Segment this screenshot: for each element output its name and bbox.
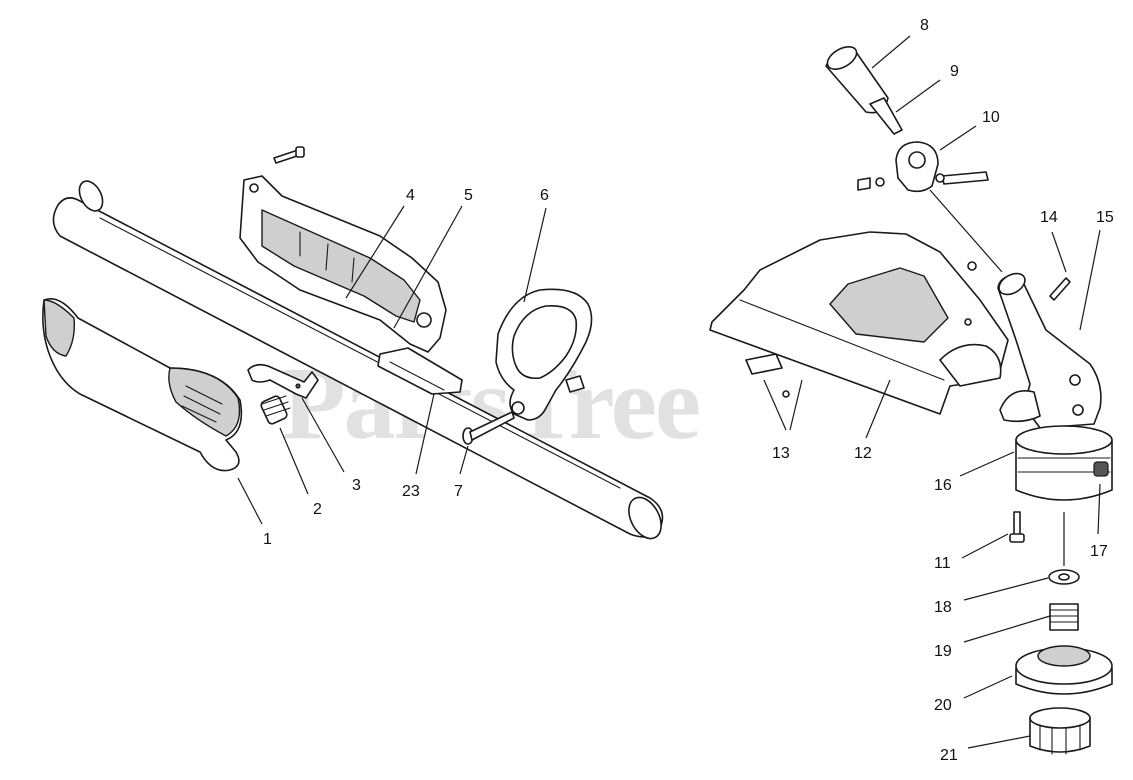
leader-lines <box>237 35 1101 749</box>
callout-1: 1 <box>263 531 272 548</box>
leader-19 <box>963 615 1051 643</box>
callout-10: 10 <box>982 109 1000 126</box>
leader-15 <box>1079 229 1101 331</box>
leader-12 <box>865 379 891 439</box>
callout-19: 19 <box>934 643 952 660</box>
gearhead-part-15 <box>997 272 1102 429</box>
screw-part-11 <box>1009 511 1025 543</box>
leader-3 <box>301 397 345 473</box>
callout-5: 5 <box>464 187 473 204</box>
leader-23 <box>415 393 435 475</box>
callout-2: 2 <box>313 501 322 518</box>
callout-17: 17 <box>1090 543 1108 560</box>
callout-16: 16 <box>934 477 952 494</box>
shaft-tube <box>52 180 664 540</box>
leader-21 <box>967 735 1031 749</box>
leader-7 <box>459 445 469 475</box>
callout-14: 14 <box>1040 209 1058 226</box>
upper-housing-part-4 <box>239 175 447 353</box>
leader-5 <box>393 205 463 329</box>
grip-part-8 <box>825 46 889 114</box>
leader-4 <box>345 205 405 299</box>
leader-1 <box>237 477 263 525</box>
trigger-part-3 <box>247 363 319 399</box>
bolt-part-7 <box>462 411 515 445</box>
callout-11: 11 <box>934 555 951 572</box>
callout-20: 20 <box>934 697 952 714</box>
callout-6: 6 <box>540 187 549 204</box>
leader-18 <box>963 577 1049 601</box>
leader-6 <box>523 207 547 303</box>
callout-labels: 1 2 3 4 5 6 7 23 8 9 10 11 12 13 14 15 1… <box>263 17 1114 764</box>
screw-housing <box>273 146 305 164</box>
leader-2 <box>279 427 309 495</box>
axis-line-clamp <box>929 189 1003 273</box>
leader-14 <box>1051 231 1067 273</box>
callout-9: 9 <box>950 63 959 80</box>
callout-15: 15 <box>1096 209 1114 226</box>
leader-13a <box>763 379 787 431</box>
callout-4: 4 <box>406 187 415 204</box>
leader-17 <box>1097 483 1101 535</box>
clamp-part-10 <box>857 141 989 193</box>
washer-part-18 <box>1048 569 1080 585</box>
callout-3: 3 <box>352 477 361 494</box>
callout-12: 12 <box>854 445 872 462</box>
callout-13: 13 <box>772 445 790 462</box>
callout-21: 21 <box>940 747 958 764</box>
leader-8 <box>871 35 911 69</box>
fastener-part-13 <box>745 353 790 398</box>
screw-part-14 <box>1049 277 1071 301</box>
leader-20 <box>963 675 1013 699</box>
knob-part-21 <box>1029 707 1091 755</box>
leader-11 <box>961 533 1009 559</box>
callout-7: 7 <box>454 483 463 500</box>
handle-housing-part-1 <box>42 298 243 472</box>
spring-part-19 <box>1049 603 1079 631</box>
guard-part-12 <box>709 231 1009 415</box>
spool-part-20 <box>1015 645 1113 695</box>
d-handle-part-6 <box>495 288 593 421</box>
label-part-23 <box>377 347 463 395</box>
leader-10 <box>939 125 977 151</box>
shaft-part-9 <box>869 97 903 135</box>
callout-18: 18 <box>934 599 952 616</box>
spring-part-2 <box>260 395 291 425</box>
leader-9 <box>895 79 941 113</box>
callout-23: 23 <box>402 483 420 500</box>
leader-13b <box>789 379 803 431</box>
leader-16 <box>959 451 1015 477</box>
callout-8: 8 <box>920 17 929 34</box>
spool-housing-part-16 <box>1015 425 1113 501</box>
